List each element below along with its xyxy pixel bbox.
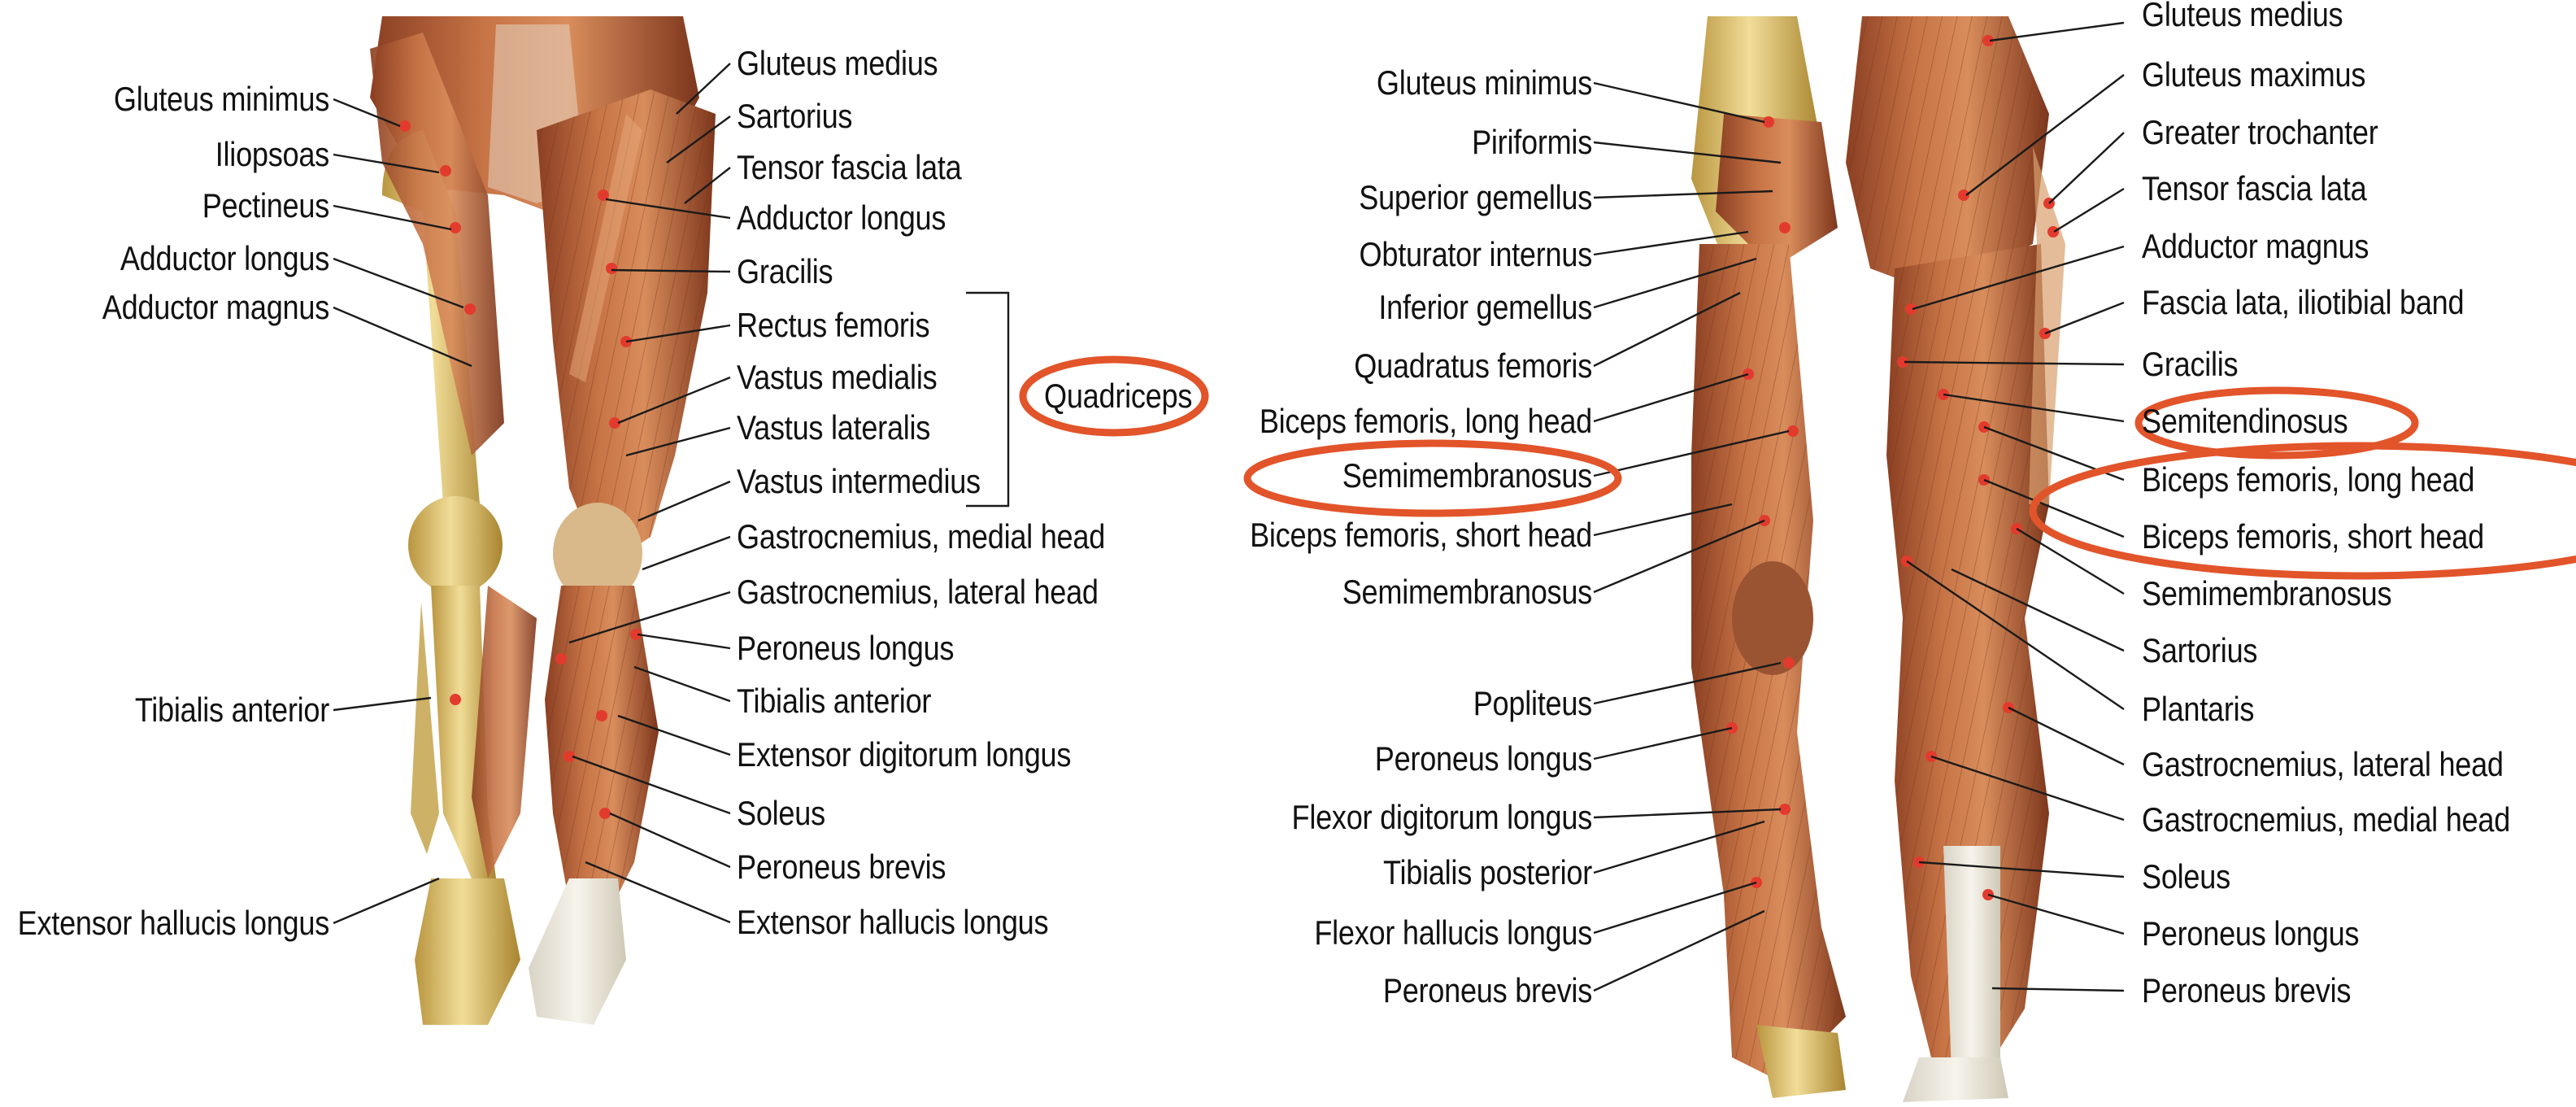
anterior-label: Vastus intermedius	[737, 462, 981, 500]
anterior-label: Peroneus longus	[737, 629, 955, 667]
posterior-label: Superior gemellus	[1359, 178, 1592, 216]
anterior-label: Gluteus minimus	[113, 80, 329, 118]
posterior-label: Gastrocnemius, lateral head	[2142, 745, 2504, 783]
anterior-label: Sartorius	[737, 97, 853, 135]
posterior-label: Gracilis	[2142, 345, 2239, 383]
posterior-label: Sartorius	[2142, 631, 2258, 669]
posterior-label: Peroneus longus	[2142, 914, 2360, 952]
posterior-label: Popliteus	[1473, 684, 1593, 722]
posterior-label: Semimembranosus	[1342, 456, 1593, 495]
anterior-label: Extensor digitorum longus	[737, 735, 1072, 774]
posterior-label: Flexor digitorum longus	[1291, 798, 1593, 836]
anterior-label: Adductor magnus	[102, 288, 330, 326]
posterior-label: Semimembranosus	[2142, 574, 2392, 612]
anterior-label: Vastus medialis	[737, 358, 938, 396]
anterior-label: Adductor longus	[120, 239, 329, 277]
anterior-label: Gastrocnemius, lateral head	[737, 573, 1099, 611]
posterior-label: Greater trochanter	[2142, 113, 2378, 151]
anterior-label: Vastus lateralis	[737, 408, 931, 447]
posterior-label: Biceps femoris, short head	[2142, 517, 2484, 556]
anterior-label: Gastrocnemius, medial head	[737, 517, 1106, 556]
posterior-label: Gluteus medius	[2142, 0, 2343, 33]
anterior-label: Extensor hallucis longus	[737, 903, 1049, 941]
posterior-label: Piriformis	[1472, 123, 1592, 161]
highlight-rings	[1019, 355, 2576, 580]
posterior-label: Plantaris	[2142, 690, 2255, 728]
anterior-label: Iliopsoas	[215, 135, 330, 173]
posterior-leg-illustration	[1691, 16, 2065, 1102]
anterior-label: Peroneus brevis	[737, 848, 946, 886]
posterior-label: Tensor fascia lata	[2142, 169, 2367, 207]
posterior-label: Adductor magnus	[2142, 227, 2369, 265]
anterior-label: Adductor longus	[737, 198, 946, 237]
posterior-label: Quadratus femoris	[1354, 346, 1592, 385]
posterior-label: Peroneus longus	[1374, 739, 1592, 778]
anterior-label: Tensor fascia lata	[737, 148, 962, 186]
quadriceps-highlight	[1019, 355, 1209, 437]
posterior-label: Gastrocnemius, medial head	[2142, 800, 2511, 839]
anterior-label: Soleus	[737, 794, 825, 832]
posterior-label: Obturator internus	[1359, 235, 1593, 273]
posterior-label: Biceps femoris, long head	[1259, 402, 1592, 440]
anterior-label: Rectus femoris	[737, 306, 930, 344]
anterior-label: Tibialis anterior	[737, 682, 932, 720]
anterior-label: Tibialis anterior	[134, 691, 329, 729]
posterior-label: Gluteus minimus	[1376, 63, 1592, 102]
posterior-label: Semimembranosus	[1342, 573, 1593, 611]
anterior-leg-illustration	[370, 16, 716, 1025]
biceps-femoris-highlight	[2029, 442, 2576, 580]
anterior-label: Gluteus medius	[737, 44, 938, 82]
posterior-label: Gluteus maximus	[2142, 55, 2366, 94]
quadriceps-group-label: Quadriceps	[1044, 377, 1193, 415]
posterior-label: Semitendinosus	[2142, 402, 2348, 440]
posterior-label: Biceps femoris, long head	[2142, 460, 2475, 499]
anterior-label: Gracilis	[737, 252, 833, 290]
posterior-label: Inferior gemellus	[1378, 288, 1592, 326]
leader-lines	[333, 21, 2125, 992]
posterior-label: Peroneus brevis	[1382, 971, 1592, 1009]
posterior-label: Flexor hallucis longus	[1314, 913, 1592, 952]
posterior-label: Tibialis posterior	[1383, 853, 1592, 891]
posterior-label: Biceps femoris, short head	[1250, 516, 1592, 554]
semitendinosus-highlight	[2134, 386, 2419, 460]
posterior-label: Fascia lata, iliotibial band	[2142, 283, 2465, 321]
semimembranosus-highlight	[1243, 439, 1622, 517]
anterior-label: Pectineus	[202, 186, 330, 224]
posterior-label: Peroneus brevis	[2142, 971, 2352, 1009]
anterior-label: Extensor hallucis longus	[17, 904, 330, 942]
posterior-label: Soleus	[2142, 857, 2230, 896]
